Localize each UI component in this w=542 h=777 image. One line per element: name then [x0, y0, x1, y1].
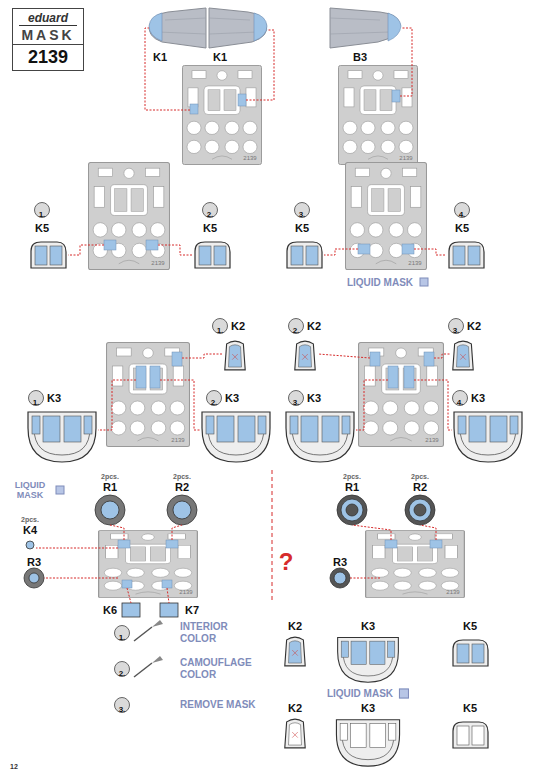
step-number: 4.	[459, 210, 466, 219]
part-code: R3	[333, 556, 347, 568]
part-code: K7	[185, 604, 199, 616]
step-circle: 2.	[206, 390, 222, 406]
step-circle: 1.	[114, 625, 130, 641]
quantity-note: 2pcs.	[101, 473, 119, 480]
part-code: K3	[307, 392, 321, 404]
step-number: 4.	[457, 398, 464, 407]
part-code: K2	[467, 320, 481, 332]
sheet-number: 2139	[399, 155, 412, 161]
step-circle: 4.	[454, 202, 470, 218]
step-number: 3.	[453, 326, 460, 335]
part-code: K5	[295, 222, 309, 234]
part-code: K2	[288, 620, 302, 632]
part-code: K6	[103, 604, 117, 616]
step-number: 1.	[119, 633, 126, 642]
sheet-number: 2139	[243, 155, 256, 161]
part-code: R1	[103, 481, 117, 493]
kit-number: 2139	[13, 44, 83, 70]
part-code: K2	[288, 702, 302, 714]
part-code: K3	[47, 392, 61, 404]
step-circle: 3.	[288, 390, 304, 406]
product-line: MASK	[13, 26, 83, 44]
legend-text: REMOVE MASK	[180, 699, 260, 711]
question-mark: ?	[279, 548, 294, 576]
part-code: R3	[27, 556, 41, 568]
sheet-number: 2139	[171, 437, 184, 443]
step-number: 2.	[293, 326, 300, 335]
sheet-number: 2139	[408, 260, 421, 266]
part-code: R1	[345, 481, 359, 493]
step-circle: 3.	[448, 318, 464, 334]
part-code: K5	[203, 222, 217, 234]
quantity-note: 2pcs.	[173, 473, 191, 480]
step-number: 3.	[119, 705, 126, 714]
step-number: 2.	[211, 398, 218, 407]
step-circle: 4.	[452, 390, 468, 406]
part-code: R2	[413, 481, 427, 493]
part-code: K5	[463, 702, 477, 714]
sheet-number: 2139	[446, 589, 459, 595]
step-number: 3.	[293, 398, 300, 407]
part-code: K5	[35, 222, 49, 234]
step-circle: 1.	[212, 318, 228, 334]
part-code: K3	[471, 392, 485, 404]
step-circle: 2.	[114, 661, 130, 677]
step-number: 3.	[299, 210, 306, 219]
step-circle: 2.	[288, 318, 304, 334]
quantity-note: 2pcs.	[343, 473, 361, 480]
part-code: K2	[231, 320, 245, 332]
step-number: 2.	[119, 669, 126, 678]
part-code: K3	[225, 392, 239, 404]
part-code: R2	[175, 481, 189, 493]
part-code: B3	[353, 51, 367, 63]
legend-text: LIQUID MASK	[327, 688, 393, 699]
legend-text: INTERIOR COLOR	[180, 621, 260, 645]
step-number: 2.	[207, 210, 214, 219]
part-code: K1	[153, 51, 167, 63]
part-code: K4	[23, 524, 37, 536]
part-code: K1	[213, 51, 227, 63]
liquid-mask-note: LIQUID MASK	[347, 277, 413, 288]
step-number: 1.	[217, 326, 224, 335]
step-number: 1.	[33, 398, 40, 407]
step-number: 1.	[39, 210, 46, 219]
step-circle: 1.	[28, 390, 44, 406]
legend-swatch	[399, 688, 409, 698]
brand-name: eduard	[19, 11, 77, 26]
part-code: K3	[361, 620, 375, 632]
legend-item: LIQUID MASK	[327, 688, 409, 699]
liquid-mask-note: LIQUID MASK	[11, 480, 49, 500]
step-circle: 3.	[114, 697, 130, 713]
sheet-number: 2139	[151, 260, 164, 266]
quantity-note: 2pcs.	[411, 473, 429, 480]
step-circle: 1.	[34, 202, 50, 218]
sheet-number: 2139	[179, 589, 192, 595]
quantity-note: 2pcs.	[21, 516, 39, 523]
part-code: K5	[463, 620, 477, 632]
part-code: K2	[307, 320, 321, 332]
part-code: K3	[361, 702, 375, 714]
step-circle: 2.	[202, 202, 218, 218]
step-circle: 3.	[294, 202, 310, 218]
title-box: eduardMASK2139	[12, 8, 84, 71]
page-number: 12	[10, 763, 18, 770]
legend-text: CAMOUFLAGE COLOR	[180, 657, 260, 681]
part-code: K5	[455, 222, 469, 234]
sheet-number: 2139	[425, 437, 438, 443]
